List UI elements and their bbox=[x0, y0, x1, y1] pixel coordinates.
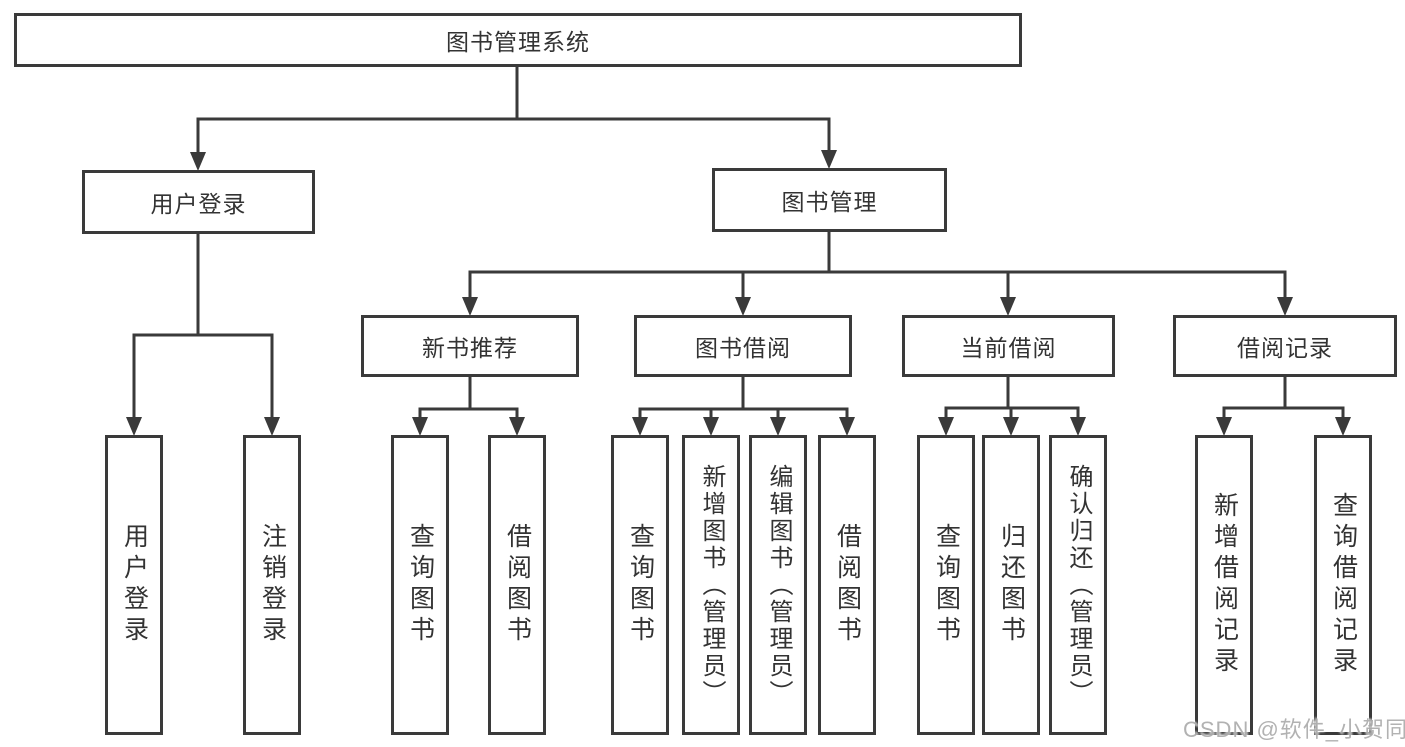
node-leaf-confirm-return-admin: 确认归还（管理员） bbox=[1049, 435, 1107, 735]
node-leaf-add-borrow-record-label: 新增借阅记录 bbox=[1210, 492, 1239, 678]
connector-book-management bbox=[462, 232, 1293, 316]
arrowhead-down-icon bbox=[412, 417, 428, 436]
node-library-system: 图书管理系统 bbox=[14, 13, 1022, 67]
node-borrow-records-label: 借阅记录 bbox=[1237, 335, 1333, 361]
arrowhead-down-icon bbox=[264, 417, 280, 436]
arrowhead-down-icon bbox=[462, 297, 478, 316]
connector-book-borrow bbox=[632, 377, 855, 436]
node-leaf-query-borrow-record-label: 查询借阅记录 bbox=[1329, 492, 1358, 678]
arrowhead-down-icon bbox=[1335, 417, 1351, 436]
node-leaf-confirm-return-admin-label: 确认归还（管理员） bbox=[1065, 463, 1092, 707]
node-user-login: 用户登录 bbox=[82, 170, 315, 234]
node-leaf-query-books-recommend: 查询图书 bbox=[391, 435, 449, 735]
node-new-book-recommend: 新书推荐 bbox=[361, 315, 579, 377]
node-leaf-query-books-borrow: 查询图书 bbox=[611, 435, 669, 735]
node-leaf-query-borrow-record: 查询借阅记录 bbox=[1314, 435, 1372, 735]
node-leaf-borrow-books-recommend-label: 借阅图书 bbox=[503, 523, 532, 647]
arrowhead-down-icon bbox=[1000, 297, 1016, 316]
node-leaf-edit-books-admin: 编辑图书（管理员） bbox=[749, 435, 807, 735]
arrowhead-down-icon bbox=[1216, 417, 1232, 436]
node-leaf-return-books: 归还图书 bbox=[982, 435, 1040, 735]
node-user-login-label: 用户登录 bbox=[150, 191, 247, 217]
arrowhead-down-icon bbox=[1003, 417, 1019, 436]
arrowhead-down-icon bbox=[703, 417, 719, 436]
node-new-book-recommend-label: 新书推荐 bbox=[422, 335, 518, 361]
connector-current-borrow bbox=[938, 377, 1086, 436]
arrowhead-down-icon bbox=[821, 150, 837, 169]
node-leaf-logout: 注销登录 bbox=[243, 435, 301, 735]
node-leaf-logout-label: 注销登录 bbox=[258, 523, 287, 647]
arrowhead-down-icon bbox=[190, 152, 206, 171]
node-leaf-borrow-books: 借阅图书 bbox=[818, 435, 876, 735]
arrowhead-down-icon bbox=[1070, 417, 1086, 436]
arrowhead-down-icon bbox=[938, 417, 954, 436]
node-leaf-add-books-admin-label: 新增图书（管理员） bbox=[698, 463, 725, 707]
node-book-management-label: 图书管理 bbox=[781, 189, 878, 215]
node-current-borrow-label: 当前借阅 bbox=[960, 335, 1057, 361]
csdn-watermark: CSDN @软件_小贺同学 bbox=[1183, 717, 1405, 742]
node-leaf-borrow-books-label: 借阅图书 bbox=[833, 523, 862, 647]
node-leaf-query-books-current: 查询图书 bbox=[917, 435, 975, 735]
node-current-borrow: 当前借阅 bbox=[902, 315, 1115, 377]
arrowhead-down-icon bbox=[126, 417, 142, 436]
arrowhead-down-icon bbox=[1277, 297, 1293, 316]
node-leaf-user-login-label: 用户登录 bbox=[120, 523, 149, 647]
arrowhead-down-icon bbox=[632, 417, 648, 436]
node-book-borrow-label: 图书借阅 bbox=[695, 335, 791, 361]
connector-root bbox=[190, 67, 837, 171]
connector-borrow-records bbox=[1216, 377, 1351, 436]
arrowhead-down-icon bbox=[509, 417, 525, 436]
arrowhead-down-icon bbox=[839, 417, 855, 436]
connector-user-login bbox=[126, 234, 280, 436]
arrowhead-down-icon bbox=[770, 417, 786, 436]
node-borrow-records: 借阅记录 bbox=[1173, 315, 1397, 377]
node-leaf-borrow-books-recommend: 借阅图书 bbox=[488, 435, 546, 735]
node-leaf-return-books-label: 归还图书 bbox=[997, 523, 1026, 647]
node-leaf-query-books-current-label: 查询图书 bbox=[932, 523, 961, 647]
node-leaf-query-books-recommend-label: 查询图书 bbox=[406, 523, 435, 647]
arrowhead-down-icon bbox=[735, 297, 751, 316]
connector-new-book-recommend bbox=[412, 377, 525, 436]
node-leaf-add-borrow-record: 新增借阅记录 bbox=[1195, 435, 1253, 735]
node-library-system-label: 图书管理系统 bbox=[446, 29, 590, 55]
node-leaf-edit-books-admin-label: 编辑图书（管理员） bbox=[765, 463, 792, 707]
node-leaf-add-books-admin: 新增图书（管理员） bbox=[682, 435, 740, 735]
node-book-management: 图书管理 bbox=[712, 168, 947, 232]
node-book-borrow: 图书借阅 bbox=[634, 315, 852, 377]
node-leaf-user-login: 用户登录 bbox=[105, 435, 163, 735]
node-leaf-query-books-borrow-label: 查询图书 bbox=[626, 523, 655, 647]
